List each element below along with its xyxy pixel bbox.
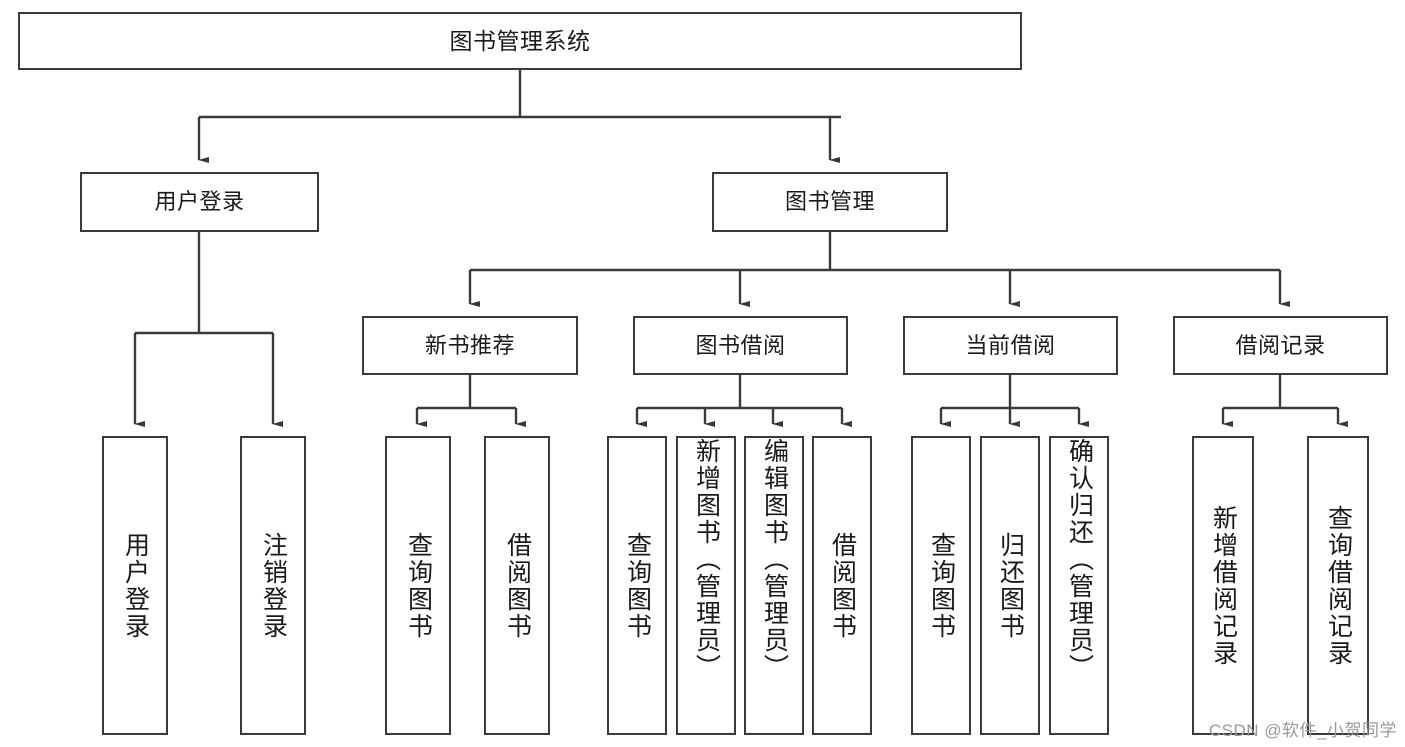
node-leaf-edit-book[interactable]: 编辑图书（管理员） (744, 436, 804, 735)
node-leaf-logout-label: 注销登录 (259, 531, 288, 640)
node-leaf-query-book-2[interactable]: 查询图书 (607, 436, 667, 735)
node-leaf-borrow-book-1-label: 借阅图书 (503, 531, 532, 640)
node-leaf-user-login-label: 用户登录 (121, 531, 150, 640)
node-user-login-label: 用户登录 (154, 189, 245, 215)
node-leaf-borrow-book-1[interactable]: 借阅图书 (484, 436, 550, 735)
node-leaf-borrow-book-2-label: 借阅图书 (828, 531, 857, 640)
node-leaf-add-record-label: 新增借阅记录 (1209, 504, 1238, 667)
node-leaf-add-book[interactable]: 新增图书（管理员） (676, 436, 736, 735)
node-root-system[interactable]: 图书管理系统 (18, 12, 1022, 70)
node-leaf-borrow-book-2[interactable]: 借阅图书 (812, 436, 872, 735)
node-new-book-recommend-label: 新书推荐 (424, 332, 515, 358)
node-current-borrow[interactable]: 当前借阅 (903, 316, 1118, 375)
node-leaf-return-book-label: 归还图书 (996, 531, 1025, 640)
node-leaf-query-record[interactable]: 查询借阅记录 (1307, 436, 1369, 735)
node-borrow-record[interactable]: 借阅记录 (1173, 316, 1388, 375)
node-leaf-query-book-2-label: 查询图书 (623, 531, 652, 640)
node-leaf-confirm-return[interactable]: 确认归还（管理员） (1049, 436, 1109, 735)
csdn-watermark: CSDN @软件_小贺同学 (1208, 721, 1397, 740)
node-book-borrow-label: 图书借阅 (695, 332, 786, 358)
node-book-management[interactable]: 图书管理 (712, 172, 948, 232)
node-new-book-recommend[interactable]: 新书推荐 (362, 316, 578, 375)
node-leaf-query-book-1-label: 查询图书 (404, 531, 433, 640)
node-leaf-return-book[interactable]: 归还图书 (980, 436, 1040, 735)
node-current-borrow-label: 当前借阅 (965, 332, 1056, 358)
node-leaf-query-book-3[interactable]: 查询图书 (911, 436, 971, 735)
node-leaf-add-book-label: 新增图书（管理员） (692, 438, 721, 681)
node-leaf-query-record-label: 查询借阅记录 (1324, 504, 1353, 667)
node-leaf-user-login[interactable]: 用户登录 (102, 436, 168, 735)
node-book-management-label: 图书管理 (784, 189, 875, 215)
node-root-system-label: 图书管理系统 (449, 27, 591, 54)
node-borrow-record-label: 借阅记录 (1235, 332, 1326, 358)
node-leaf-query-book-3-label: 查询图书 (927, 531, 956, 640)
node-leaf-query-book-1[interactable]: 查询图书 (385, 436, 451, 735)
node-leaf-confirm-return-label: 确认归还（管理员） (1065, 438, 1094, 681)
node-leaf-logout[interactable]: 注销登录 (240, 436, 306, 735)
node-leaf-edit-book-label: 编辑图书（管理员） (760, 438, 789, 681)
node-leaf-add-record[interactable]: 新增借阅记录 (1192, 436, 1254, 735)
node-book-borrow[interactable]: 图书借阅 (633, 316, 848, 375)
node-user-login[interactable]: 用户登录 (80, 172, 319, 232)
